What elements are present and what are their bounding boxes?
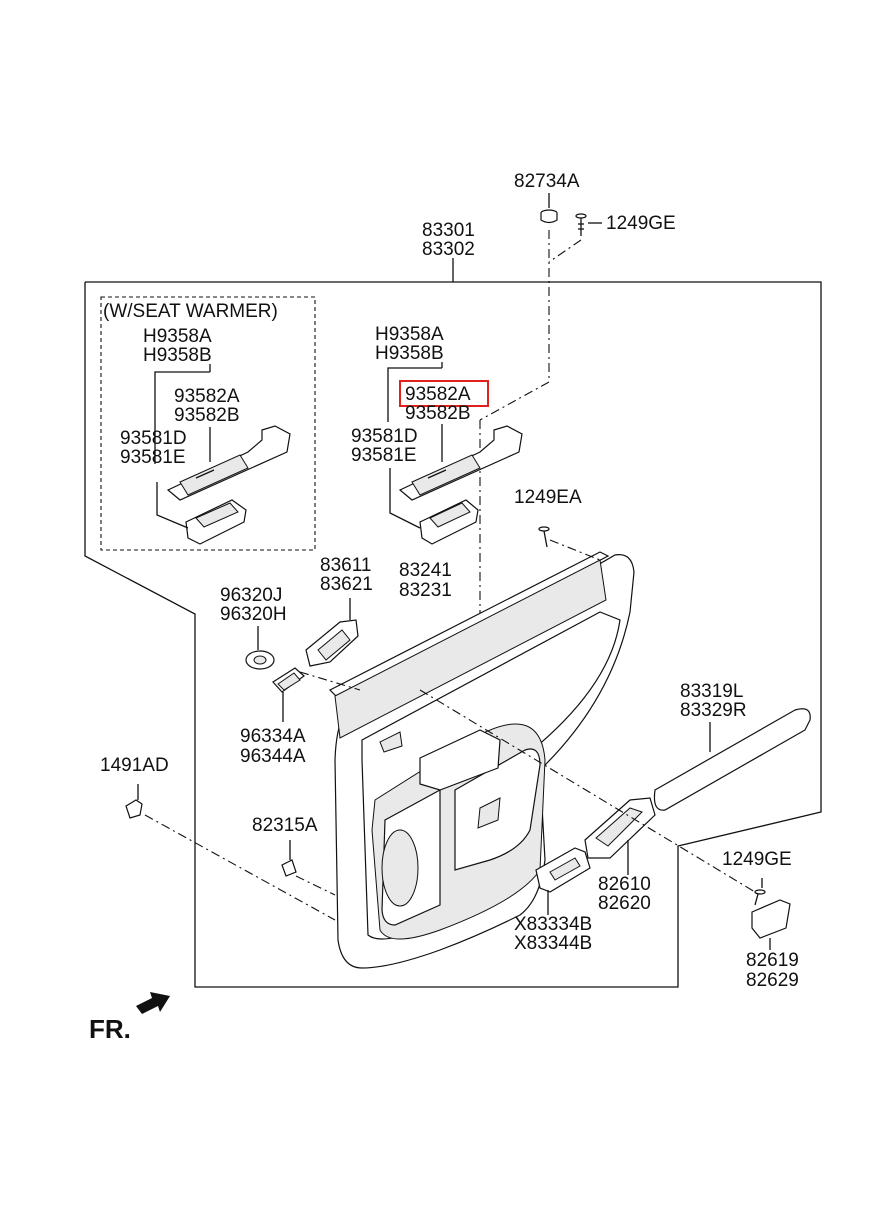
power-window-switch-right (419, 499, 479, 545)
inside-handle-82610 (584, 797, 656, 875)
switch-bezel-right (398, 425, 523, 501)
cover-X83334B (535, 847, 591, 915)
garnish-83241 (328, 539, 610, 739)
label-82619: 82619 (746, 950, 799, 971)
label-1249EA: 1249EA (514, 487, 582, 508)
bracket-83611 (305, 598, 359, 667)
screw-1249EA (538, 526, 550, 548)
label-right-93581E: 93581E (351, 445, 417, 466)
label-82629: 82629 (746, 970, 799, 991)
highlight-box (399, 380, 489, 407)
leaders-left (154, 364, 211, 529)
label-82610: 82610 (598, 874, 651, 895)
cap-82619 (751, 899, 791, 950)
label-seat-warmer: (W/SEAT WARMER) (103, 301, 278, 322)
door-trim-panel (334, 554, 635, 969)
label-83301: 83301 (422, 220, 475, 241)
label-83611: 83611 (320, 555, 371, 576)
label-X83344B: X83344B (514, 933, 592, 954)
label-right-H9358B: H9358B (375, 343, 444, 364)
label-83231: 83231 (399, 580, 452, 601)
label-96344A: 96344A (240, 746, 306, 767)
label-1491AD: 1491AD (100, 755, 169, 776)
label-1249GE-top: 1249GE (606, 213, 676, 234)
label-left-93581D: 93581D (120, 428, 187, 449)
label-right-H9358A: H9358A (375, 324, 444, 345)
label-left-H9358B: H9358B (143, 345, 212, 366)
screw-1249GE-top (548, 213, 602, 263)
label-1249GE-right: 1249GE (722, 849, 792, 870)
power-window-switch-left (185, 499, 247, 545)
label-96334A: 96334A (240, 726, 306, 747)
clip-82734A (540, 193, 558, 224)
label-83302: 83302 (422, 239, 475, 260)
screw-1249GE-right (754, 878, 766, 906)
label-right-93582B: 93582B (405, 403, 471, 424)
label-left-H9358A: H9358A (143, 326, 212, 347)
leaders-right (387, 362, 443, 529)
clip-82315A (281, 840, 336, 896)
label-right-93582A: 93582A (405, 384, 471, 405)
label-front: FR. (89, 1014, 131, 1044)
label-83621: 83621 (320, 574, 373, 595)
armrest-trim-83319L (653, 708, 811, 811)
front-arrow-icon (136, 992, 170, 1014)
label-left-93582A: 93582A (174, 386, 240, 407)
part-96334A (272, 667, 305, 722)
label-82620: 82620 (598, 893, 651, 914)
label-83241: 83241 (399, 560, 452, 581)
label-right-93581D: 93581D (351, 426, 418, 447)
label-left-93581E: 93581E (120, 447, 186, 468)
label-96320J: 96320J (220, 585, 282, 606)
label-left-93582B: 93582B (174, 405, 240, 426)
label-X83334B: X83334B (514, 914, 592, 935)
label-83329R: 83329R (680, 700, 747, 721)
switch-bezel-left (166, 425, 291, 501)
switch-96320J (245, 626, 275, 670)
label-82734A: 82734A (514, 171, 580, 192)
clip-1491AD (125, 784, 336, 921)
label-83319L: 83319L (680, 681, 743, 702)
label-82315A: 82315A (252, 815, 318, 836)
assembly-outline (84, 258, 822, 988)
label-96320H: 96320H (220, 604, 287, 625)
seat-warmer-box (100, 296, 316, 551)
